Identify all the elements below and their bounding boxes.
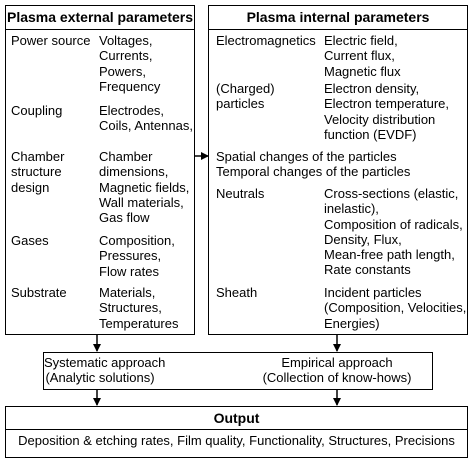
external-parameters-box: Plasma external parameters: [5, 5, 195, 335]
external-row-label: Power source: [11, 33, 91, 48]
internal-row-items: Cross-sections (elastic, inelastic), Com…: [324, 186, 463, 278]
internal-parameters-title: Plasma internal parameters: [209, 6, 467, 30]
internal-row-label: (Charged) particles: [216, 81, 275, 112]
internal-row-items: Electric field, Current flux, Magnetic f…: [324, 33, 401, 79]
external-row-items: Composition, Pressures, Flow rates: [99, 233, 175, 279]
external-parameters-title: Plasma external parameters: [6, 6, 194, 30]
systematic-approach-text: Systematic approach (Analytic solutions): [44, 355, 166, 386]
internal-spatial-temporal-text: Spatial changes of the particles Tempora…: [216, 149, 411, 180]
internal-row-items: Incident particles (Composition, Velocit…: [324, 285, 467, 331]
external-row-label: Chamber structure design: [11, 149, 65, 195]
internal-parameters-box: Plasma internal parameters: [208, 5, 468, 335]
external-row-label: Gases: [11, 233, 49, 248]
internal-row-items: Electron density, Electron temperature, …: [324, 81, 450, 142]
external-row-label: Substrate: [11, 285, 67, 300]
external-row-items: Electrodes, Coils, Antennas,: [99, 103, 193, 134]
external-row-items: Materials, Structures, Temperatures: [99, 285, 179, 331]
approach-box: [43, 352, 433, 390]
external-row-items: Chamber dimensions, Magnetic fields, Wal…: [99, 149, 190, 226]
output-text: Deposition & etching rates, Film quality…: [18, 433, 455, 448]
output-title: Output: [6, 407, 467, 430]
internal-row-label: Sheath: [216, 285, 258, 300]
external-row-label: Coupling: [11, 103, 63, 118]
internal-row-label: Neutrals: [216, 186, 265, 201]
output-box: Output: [5, 406, 468, 458]
empirical-approach-text: Empirical approach (Collection of know-h…: [262, 355, 412, 386]
internal-row-label: Electromagnetics: [216, 33, 316, 48]
external-row-items: Voltages, Currents, Powers, Frequency: [99, 33, 161, 94]
